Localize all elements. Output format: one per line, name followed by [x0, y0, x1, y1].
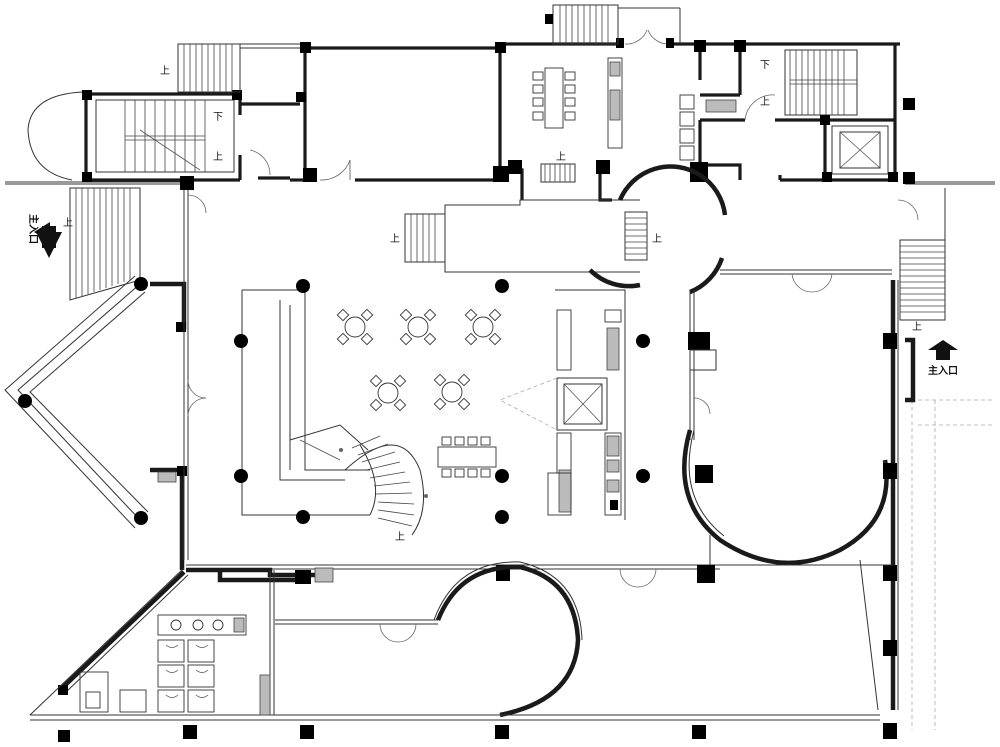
stair-down-label: 下	[213, 112, 223, 123]
main-entrance-left-label: 主入口	[27, 214, 40, 244]
left-stair-up-label: 上	[63, 217, 73, 229]
stair-up-label: 上	[213, 151, 223, 163]
main-entrance-right: 主入口	[928, 340, 958, 377]
dining-stair-up-label: 上	[556, 151, 566, 163]
bottom-section	[29, 561, 893, 742]
central-stair-up-label: 上	[390, 233, 400, 245]
central-stair-landing: 上 上	[390, 164, 892, 295]
main-hall: 上	[183, 190, 916, 739]
main-entrance-left: 主入口	[27, 214, 70, 258]
right-stair-up-label: 上	[652, 233, 662, 245]
core-stair-up-label: 上	[760, 96, 770, 108]
core-stair-down-label: 下	[760, 60, 770, 71]
site-boundary	[5, 181, 995, 730]
exterior-stair-top-center	[545, 4, 681, 45]
service-counter	[499, 289, 626, 520]
left-entrance-stair: 上	[4, 187, 187, 570]
spiral-stair-up-label: 上	[395, 531, 405, 543]
hall-top-center	[180, 42, 509, 190]
entrance-arrow-right-icon	[928, 340, 958, 350]
right-entrance-up-label: 上	[912, 321, 922, 333]
exterior-stair-top-left: 上	[160, 43, 300, 93]
ext-stair-up-label: 上	[160, 65, 170, 77]
round-tables	[336, 308, 502, 478]
stair-block-top-left: 下 上	[27, 90, 242, 182]
right-entrance-stair: 上	[897, 188, 946, 333]
main-entrance-right-label: 主入口	[928, 364, 958, 377]
core-top-right: 下 上	[679, 40, 915, 184]
